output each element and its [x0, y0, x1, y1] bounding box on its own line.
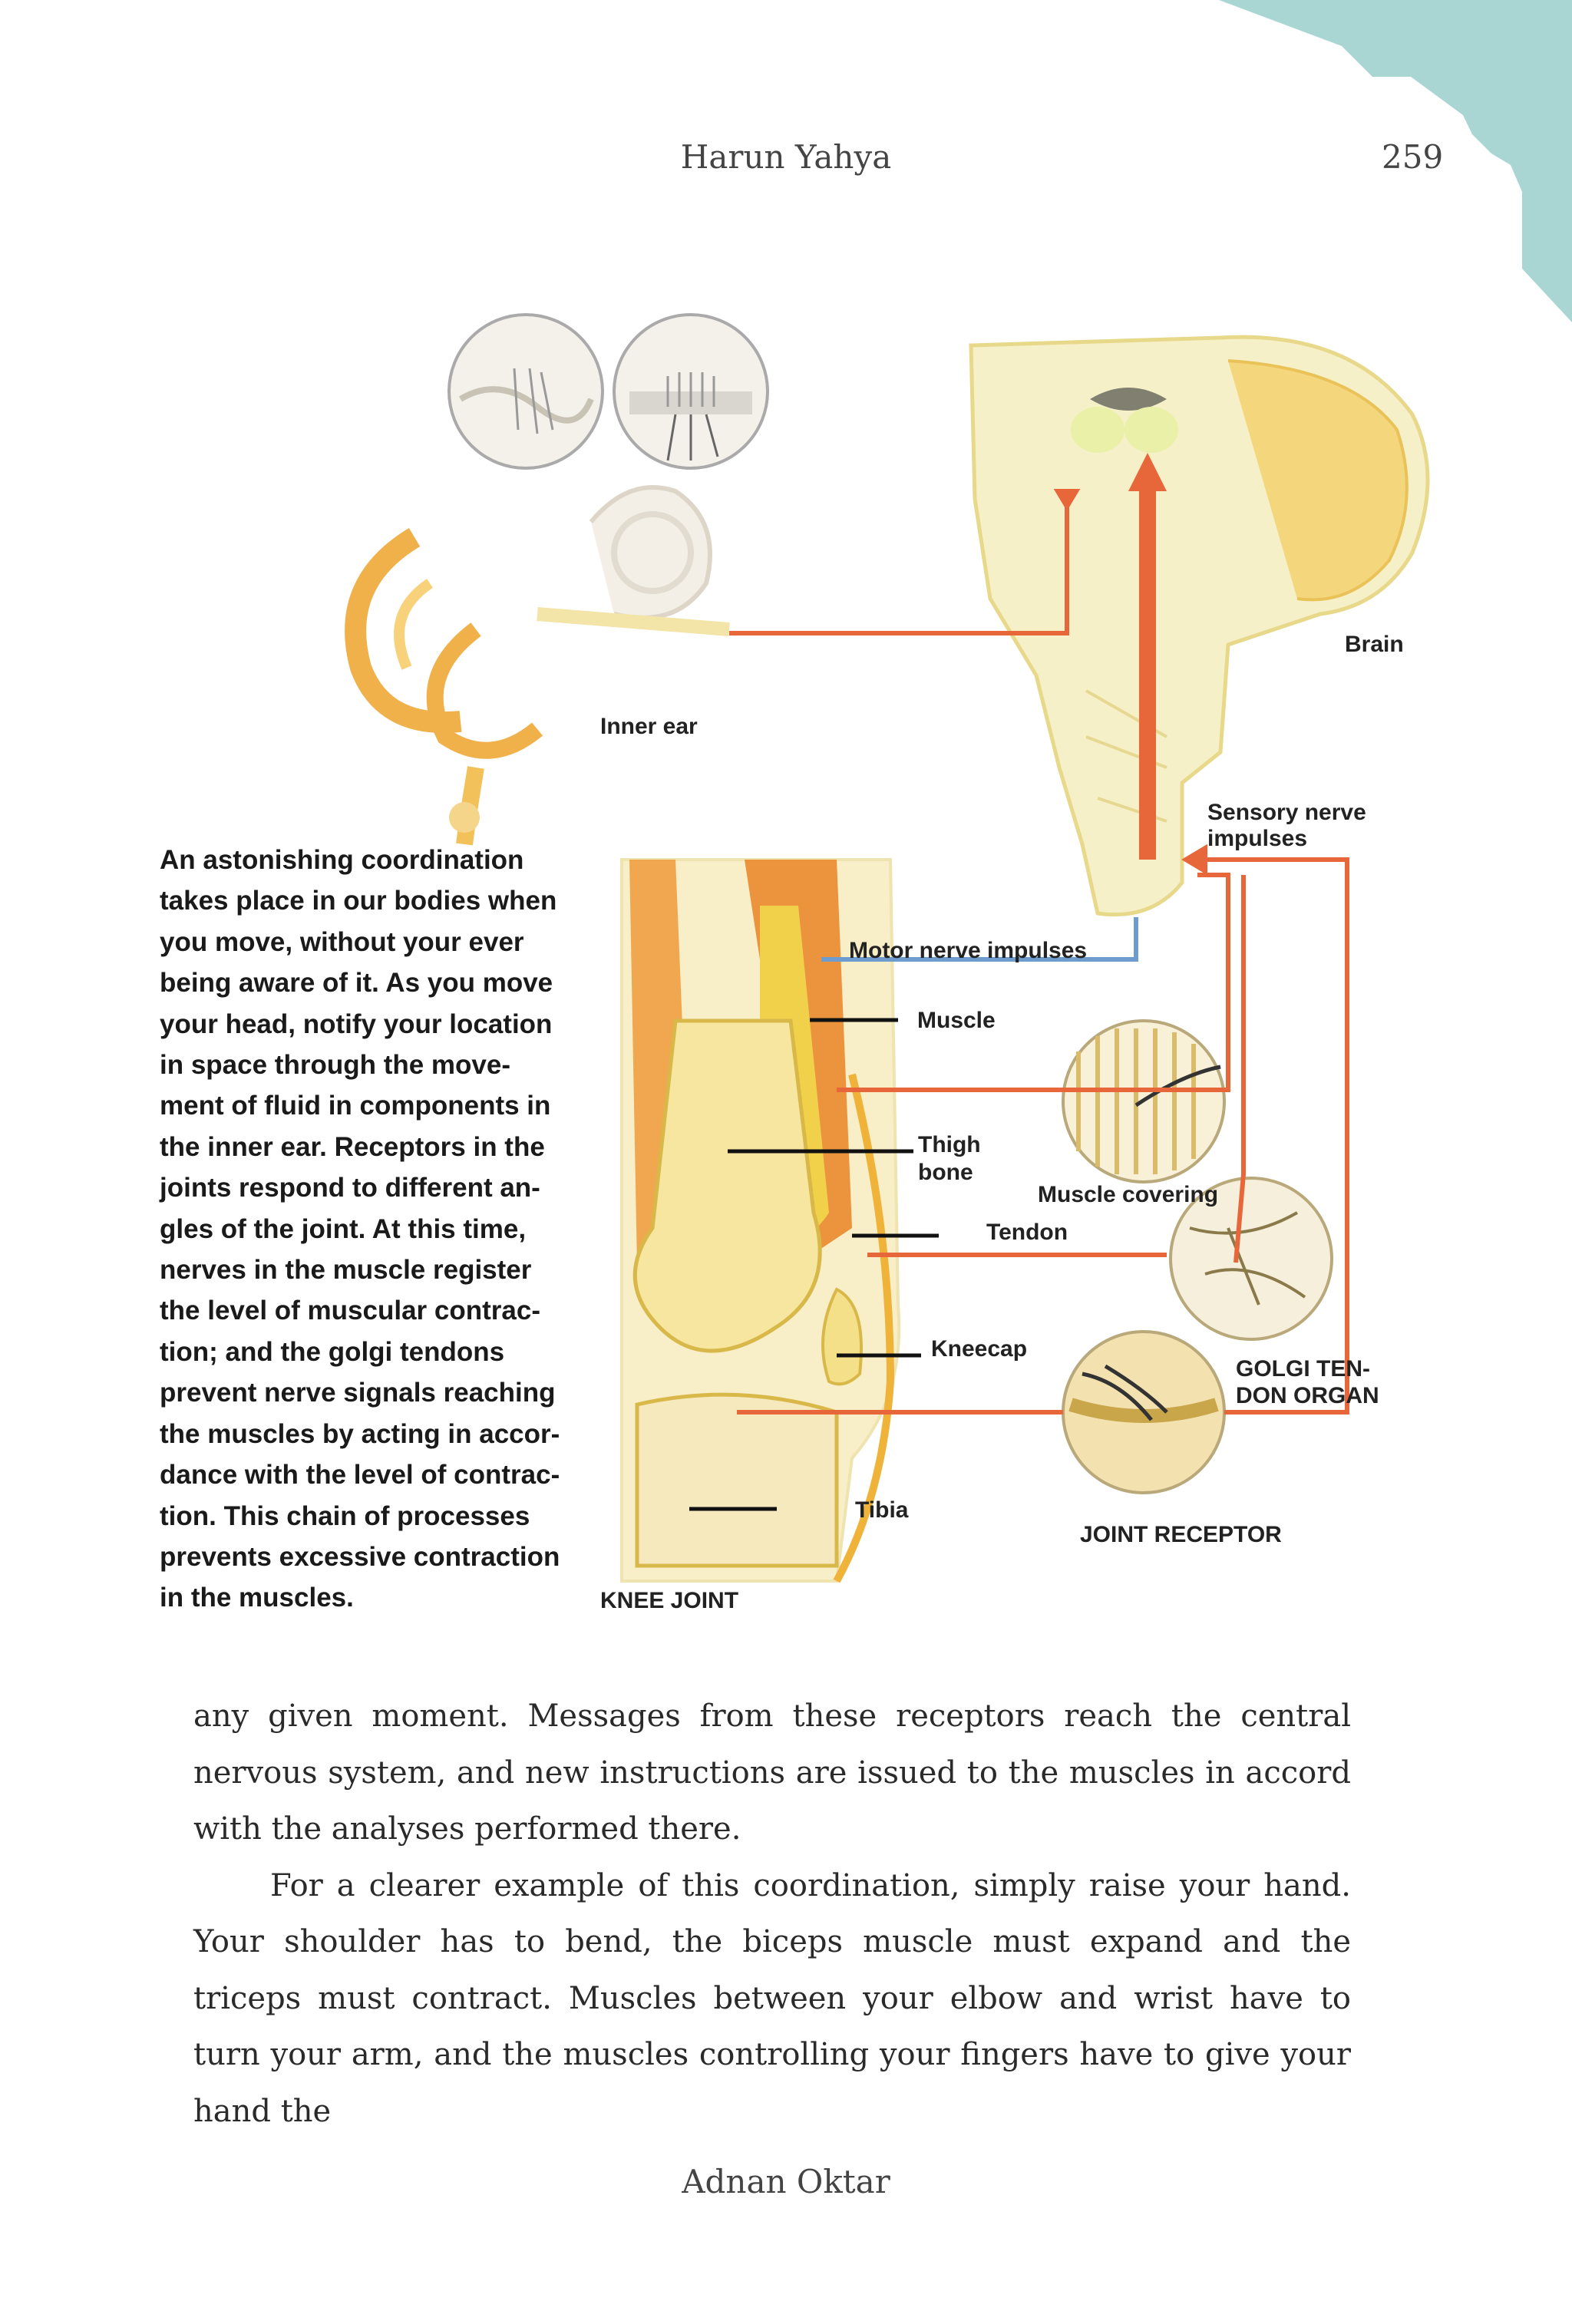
corner-tab [1219, 0, 1572, 322]
body-paragraph: any given moment. Messages from these re… [193, 1698, 1351, 1847]
label-tibia: Tibia [855, 1497, 909, 1523]
label-thigh-bone-line-1: Thigh [918, 1132, 981, 1157]
golgi-tendon-detail [1169, 1177, 1333, 1341]
body-paragraph: For a clearer example of this coordinati… [193, 1867, 1351, 2129]
caption-line: your head, notify your location [160, 1008, 553, 1039]
caption-line: the inner ear. Receptors in the [160, 1131, 545, 1162]
label-tendon: Tendon [986, 1220, 1068, 1245]
caption-line: prevent nerve signals reaching [160, 1378, 556, 1408]
caption-line: An astonishing coordination [160, 845, 524, 875]
sensory-nerve-pathways [729, 453, 1349, 1415]
label-golgi-line-1: GOLGI TEN- [1236, 1356, 1370, 1382]
caption-line: the muscles by acting in accor- [160, 1418, 560, 1449]
figure-caption: An astonishing coordination takes place … [160, 840, 605, 1619]
coordination-illustration [345, 313, 1430, 1583]
label-muscle: Muscle [917, 1008, 996, 1033]
inner-ear-detail-left [447, 313, 604, 470]
caption-line: tion. This chain of processes [160, 1500, 530, 1531]
motor-nerve-pathway [821, 917, 1138, 962]
inner-ear-drawing [345, 485, 730, 846]
caption-line: the level of muscular contrac- [160, 1296, 540, 1326]
caption-line: dance with the level of contrac- [160, 1460, 560, 1490]
page-number: 259 [1382, 138, 1444, 176]
label-knee-joint: KNEE JOINT [600, 1588, 739, 1613]
brain-drawing [969, 335, 1430, 917]
label-muscle-covering: Muscle covering [1038, 1182, 1219, 1207]
caption-line: nerves in the muscle register [160, 1255, 532, 1286]
caption-line: in the muscles. [160, 1583, 354, 1613]
label-golgi-line-2: DON ORGAN [1236, 1383, 1379, 1408]
caption-line: being aware of it. As you move [160, 968, 553, 999]
label-sensory-nerve-line-1: Sensory nerve [1207, 800, 1366, 825]
caption-line: joints respond to different an- [160, 1173, 540, 1203]
label-joint-receptor: JOINT RECEPTOR [1080, 1522, 1282, 1547]
label-motor-nerve: Motor nerve impulses [849, 938, 1088, 963]
caption-line: prevents excessive contraction [160, 1541, 560, 1572]
caption-line: gles of the joint. At this time, [160, 1213, 527, 1244]
muscle-spindle-detail [1062, 1019, 1226, 1183]
joint-receptor-detail [1062, 1330, 1226, 1494]
leader-lines [689, 1018, 939, 1511]
caption-line: you move, without your ever [160, 926, 524, 957]
inner-ear-detail-right [613, 313, 769, 470]
knee-joint-drawing [620, 858, 901, 1583]
running-footer: Adnan Oktar [682, 2163, 890, 2200]
label-brain: Brain [1345, 632, 1404, 657]
label-sensory-nerve-line-2: impulses [1207, 826, 1308, 851]
caption-line: ment of fluid in components in [160, 1091, 551, 1121]
label-inner-ear: Inner ear [600, 714, 698, 739]
caption-line: in space through the move- [160, 1050, 510, 1081]
label-thigh-bone-line-2: bone [918, 1160, 973, 1185]
caption-line: takes place in our bodies when [160, 886, 557, 916]
running-header: Harun Yahya [680, 138, 892, 176]
body-text: any given moment. Messages from these re… [193, 1689, 1351, 2140]
label-kneecap: Kneecap [931, 1336, 1028, 1362]
caption-line: tion; and the golgi tendons [160, 1336, 505, 1367]
